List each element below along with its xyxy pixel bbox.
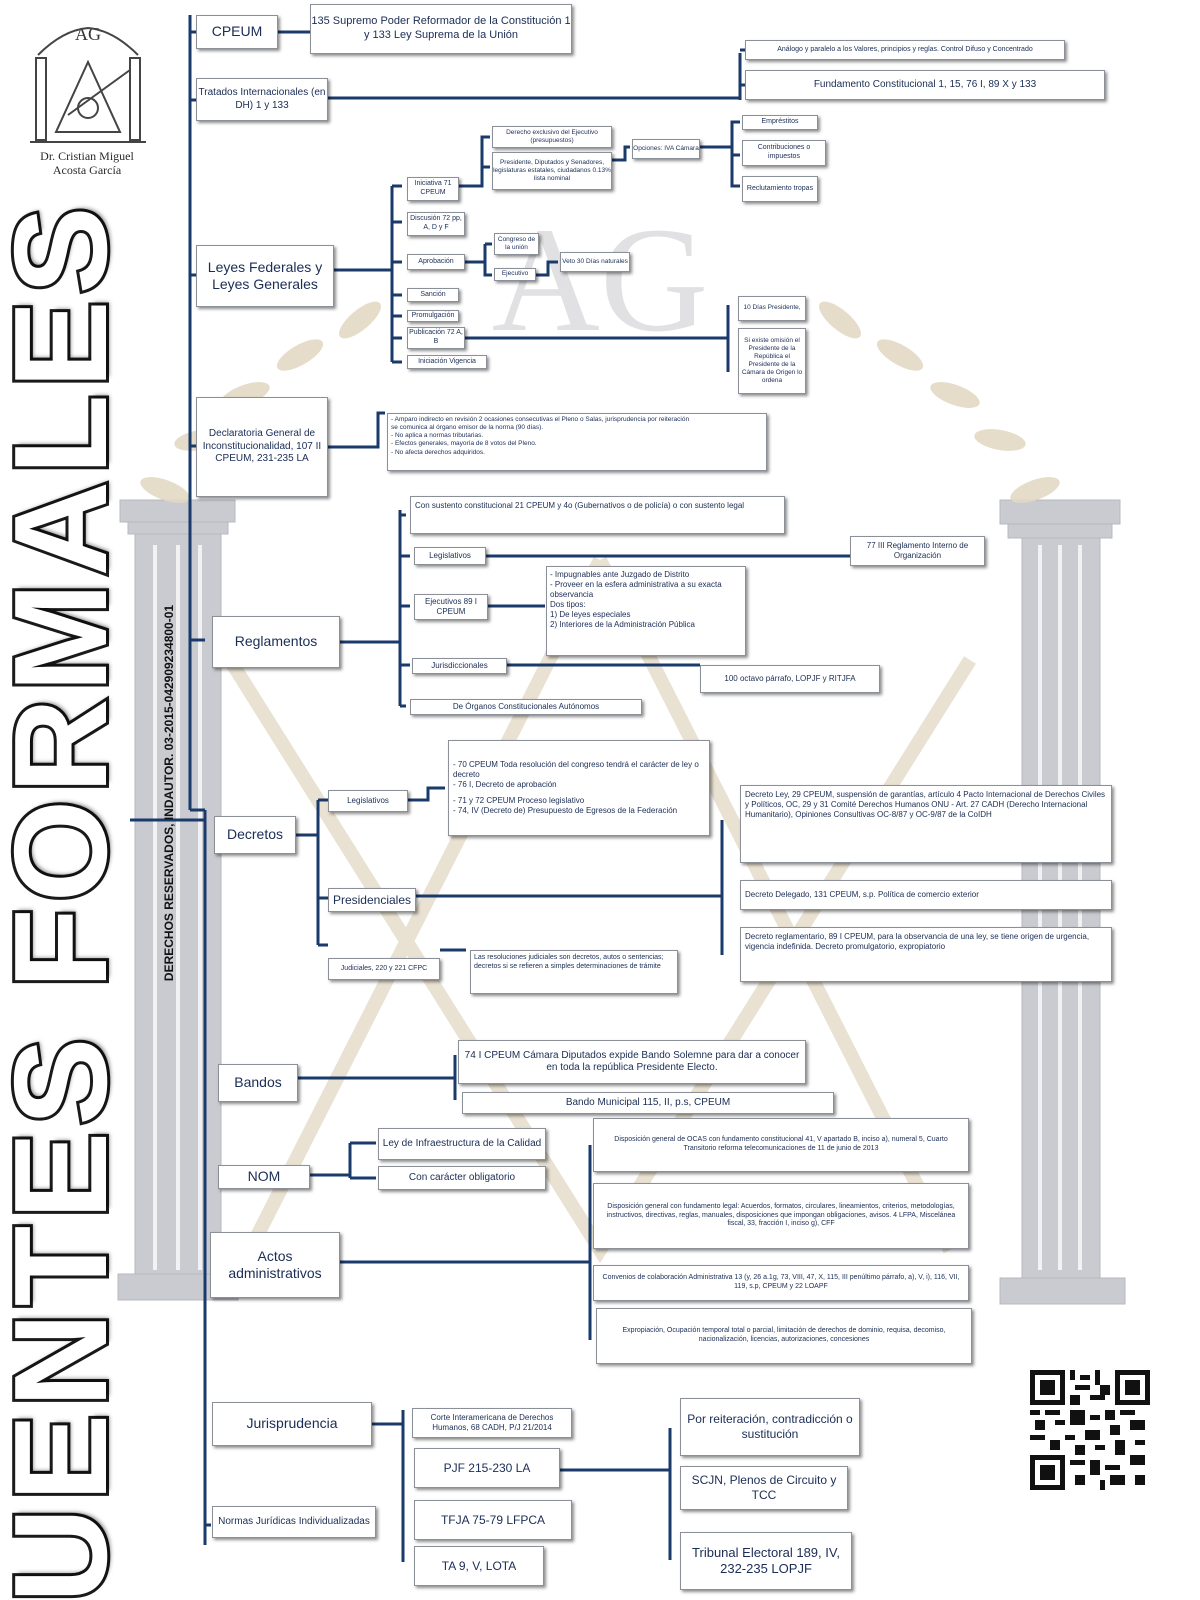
node-publicacion: Publicación 72 A, B (407, 327, 465, 349)
node-reg-ejec-desc: - Impugnables ante Juzgado de Distrito -… (546, 566, 746, 656)
node-nom: NOM (218, 1165, 310, 1189)
node-bandos: Bandos (218, 1064, 298, 1102)
node-congreso: Congreso de la unión (494, 233, 539, 255)
node-judiciales: Judiciales, 220 y 221 CFPC (328, 958, 440, 980)
node-jur-reiteracion: Por reiteración, contradicción o sustitu… (680, 1398, 860, 1456)
node-reg-juris-desc: 100 octavo párrafo, LOPJF y RITJFA (700, 665, 880, 693)
author-name: Dr. Cristian Miguel Acosta García (16, 149, 158, 178)
reg-ejec-line-2: - Proveer en la esfera administrativa a … (550, 580, 722, 599)
node-decretos: Decretos (214, 816, 296, 854)
node-reg-ejecutivos: Ejecutivos 89 I CPEUM (414, 594, 488, 620)
node-dec-delegado: Decreto Delegado, 131 CPEUM, s.p. Políti… (740, 880, 1112, 910)
node-decl-desc: - Amparo indirecto en revisión 2 ocasion… (387, 413, 767, 471)
author-name-line2: Acosta García (52, 162, 122, 177)
node-leyes: Leyes Federales y Leyes Generales (196, 245, 334, 307)
node-presidenciales: Presidenciales (328, 888, 416, 912)
node-dec-legislativos: Legislativos (328, 790, 408, 812)
node-omision: Si existe omisión el Presidente de la Re… (738, 328, 806, 394)
decl-line-1: - Amparo indirecto en revisión 2 ocasion… (391, 416, 690, 423)
reg-ejec-line-3: Dos tipos: (550, 600, 586, 609)
node-reg-legislativos: Legislativos (414, 547, 486, 565)
decl-line-2: se comunica al órgano emisor de la norma… (391, 424, 544, 432)
node-jur-electoral: Tribunal Electoral 189, IV, 232-235 LOPJ… (680, 1532, 852, 1590)
node-reglamentos: Reglamentos (212, 616, 340, 668)
node-nom-ley: Ley de Infraestructura de la Calidad (378, 1128, 546, 1160)
node-jur-ta: TA 9, V, LOTA (414, 1546, 544, 1586)
node-reclutamiento: Reclutamiento tropas (742, 176, 818, 202)
dec-leg-line-4: - 74, IV (Decreto de) Presupuesto de Egr… (453, 806, 678, 815)
node-ini-2: Presidente, Diputados y Senadores, legis… (492, 152, 612, 190)
node-tratados: Tratados Internacionales (en DH) 1 y 133 (196, 78, 328, 121)
node-ejecutivo: Ejecutivo (494, 268, 536, 281)
decl-line-4: - Efectos generales, mayoría de 8 votos … (391, 440, 537, 448)
node-empresitos: Empréstitos (742, 115, 818, 130)
node-dec-ley: Decreto Ley, 29 CPEUM, suspensión de gar… (740, 785, 1112, 863)
reg-ejec-line-4: 1) De leyes especiales (550, 610, 631, 619)
node-actos-1: Disposición general de OCAS con fundamen… (593, 1118, 969, 1172)
decl-line-5: - No afecta derechos adquiridos. (391, 448, 485, 456)
node-sancion: Sanción (407, 288, 459, 302)
node-aprobacion: Aprobación (407, 254, 465, 270)
node-tratados-fund: Fundamento Constitucional 1, 15, 76 I, 8… (745, 70, 1105, 100)
author-name-line1: Dr. Cristian Miguel (40, 149, 134, 163)
main-title: FUENTES FORMALES (0, 197, 137, 1600)
node-bando-municipal: Bando Municipal 115, II, p.s, CPEUM (462, 1092, 834, 1114)
node-declaratoria: Declaratoria General de Inconstitucional… (196, 397, 328, 497)
node-discusion: Discusión 72 pp, A, D y F (407, 212, 465, 236)
reg-ejec-line-1: - Impugnables ante Juzgado de Distrito (550, 570, 690, 579)
node-actos-4: Expropiación, Ocupación temporal total o… (596, 1308, 972, 1364)
node-reg-legislativos-desc: 77 III Reglamento Interno de Organizació… (850, 536, 985, 566)
node-actos-3: Convenios de colaboración Administrativa… (593, 1265, 969, 1301)
dec-leg-line-3: - 71 y 72 CPEUM Proceso legislativo (453, 796, 585, 805)
node-jur-corte: Corte Interamericana de Derechos Humanos… (412, 1408, 572, 1438)
decl-line-3: - No aplica a normas tributarias. (391, 432, 484, 440)
node-judiciales-desc: Las resoluciones judiciales son decretos… (470, 950, 678, 994)
node-vigencia: Iniciación Vigencia (407, 355, 487, 369)
author-logo-icon: AG (30, 24, 146, 143)
node-tratados-top: Análogo y paralelo a los Valores, princi… (745, 40, 1065, 60)
node-veto: Veto 30 Días naturales (560, 252, 630, 272)
rights-notice: DERECHOS RESERVADOS, INDAUTOR. 03-2015-0… (162, 604, 176, 982)
node-nom-caracter: Con carácter obligatorio (378, 1166, 546, 1190)
node-dec-reglamentario: Decreto reglamentario, 89 I CPEUM, para … (740, 927, 1112, 982)
node-actos: Actos administrativos (210, 1232, 340, 1298)
node-promulgacion: Promulgación (407, 310, 459, 322)
node-jur-scjn: SCJN, Plenos de Circuito y TCC (680, 1466, 848, 1510)
dec-leg-line-2: - 76 I, Decreto de aprobación (453, 780, 557, 789)
node-jur-pjf: PJF 215-230 LA (414, 1448, 560, 1488)
reg-ejec-line-5: 2) Interiores de la Administración Públi… (550, 620, 695, 629)
dec-leg-line-1: - 70 CPEUM Toda resolución del congreso … (453, 760, 699, 779)
node-diez-dias: 10 Días Presidente, (738, 296, 806, 321)
node-normas: Normas Jurídicas Individualizadas (212, 1506, 376, 1538)
node-jur-tfja: TFJA 75-79 LFPCA (414, 1500, 572, 1540)
node-opciones: Opciones: IVA Cámara (632, 139, 700, 159)
node-reg-jurisdiccionales: Jurisdiccionales (412, 658, 507, 674)
node-dec-leg-desc: - 70 CPEUM Toda resolución del congreso … (448, 740, 710, 836)
node-jurisprudencia: Jurisprudencia (212, 1402, 372, 1446)
node-bando-solemne: 74 I CPEUM Cámara Diputados expide Bando… (458, 1040, 806, 1084)
node-cpeum-desc: 135 Supremo Poder Reformador de la Const… (310, 4, 572, 54)
node-iniciativa: Iniciativa 71 CPEUM (407, 177, 459, 201)
node-contribuciones: Contribuciones o impuestos (742, 140, 826, 166)
node-reg-intro: Con sustento constitucional 21 CPEUM y 4… (410, 496, 785, 534)
node-cpeum: CPEUM (196, 15, 278, 49)
qr-code-icon (1030, 1370, 1150, 1490)
node-actos-2: Disposición general con fundamento legal… (593, 1183, 969, 1249)
node-reg-autonomos: De Órganos Constitucionales Autónomos (410, 699, 642, 715)
node-ini-1: Derecho exclusivo del Ejecutivo (presupu… (492, 126, 612, 148)
